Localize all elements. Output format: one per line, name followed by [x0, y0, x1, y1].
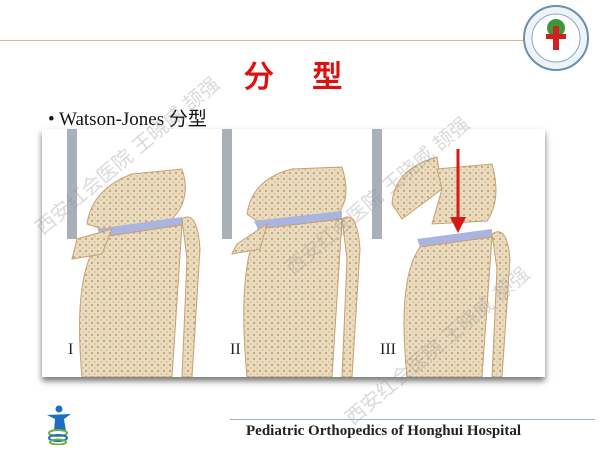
panel-type-1 [67, 129, 201, 377]
header-divider [0, 40, 525, 41]
hospital-seal-logo [523, 5, 589, 71]
footer-divider [230, 419, 595, 420]
slide-title: 分 型 [243, 60, 357, 95]
bullet-watson-jones: • Watson-Jones 分型 [48, 109, 207, 130]
panel-type-2 [222, 129, 361, 377]
label-type-3: III [380, 341, 396, 358]
fracture-illustration: I II III [42, 129, 545, 377]
department-logo [47, 405, 71, 445]
label-type-2: II [230, 341, 241, 358]
label-type-1: I [68, 341, 73, 358]
footer-text: Pediatric Orthopedics of Honghui Hospita… [246, 423, 522, 439]
panel-type-3 [372, 129, 511, 377]
